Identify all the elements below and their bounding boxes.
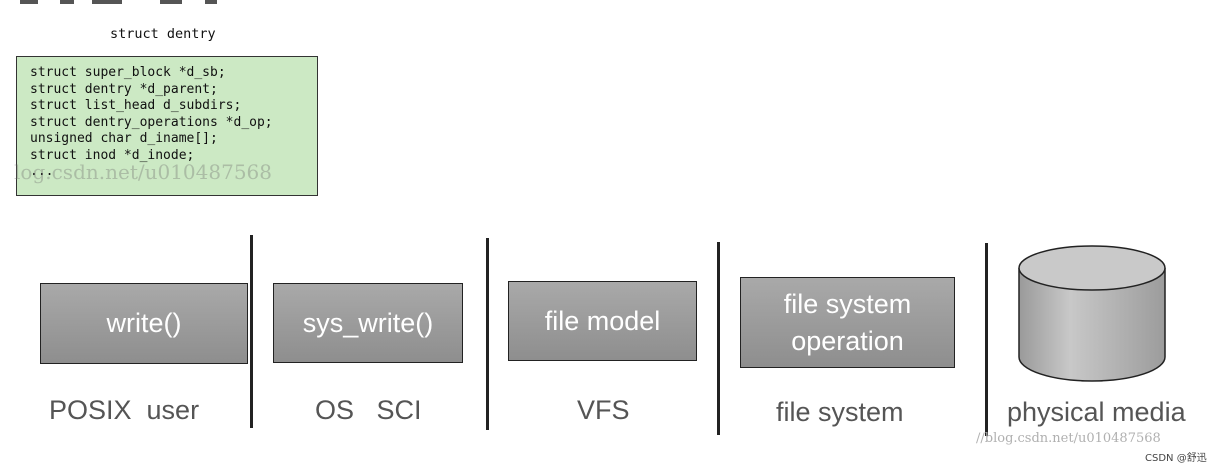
- layer-label-vfs: VFS: [577, 395, 630, 425]
- struct-field: struct dentry_operations *d_op;: [30, 114, 273, 130]
- watermark-left: log.csdn.net/u010487568: [14, 160, 272, 184]
- csdn-author-mark: CSDN @舒迅: [1145, 453, 1207, 464]
- fs-operation-text: file system operation: [783, 288, 912, 356]
- struct-field: struct super_block *d_sb;: [30, 65, 226, 80]
- layer-divider: [250, 235, 253, 428]
- layer-label-sci: OS SCI: [315, 395, 422, 425]
- struct-dentry-box: struct super_block *d_sb; struct dentry …: [16, 56, 318, 196]
- file-model-box: file model: [508, 281, 697, 361]
- layer-label-media: physical media: [1007, 397, 1186, 427]
- sys-write-text: sys_write(): [302, 307, 434, 338]
- struct-title: struct dentry: [110, 26, 216, 42]
- file-model-text: file model: [544, 305, 661, 336]
- struct-field: struct inod *d_inode;: [30, 147, 195, 163]
- write-call-box: write(): [40, 283, 248, 364]
- disk-cylinder-icon: [1018, 245, 1166, 382]
- layer-label-posix: POSIX user: [49, 395, 200, 425]
- layer-divider: [985, 243, 988, 436]
- layer-label-fs: file system: [776, 397, 904, 427]
- sys-write-box: sys_write(): [273, 283, 463, 363]
- struct-field: unsigned char d_iname[];: [30, 131, 218, 146]
- write-call-text: write(): [106, 308, 182, 338]
- fs-operation-box: file system operation: [740, 277, 955, 368]
- struct-field: ...: [30, 164, 54, 179]
- watermark-right: //blog.csdn.net/u010487568: [976, 431, 1161, 446]
- struct-field: struct dentry *d_parent;: [30, 81, 218, 97]
- layer-divider: [486, 238, 489, 430]
- cropped-top-text: [0, 0, 300, 5]
- struct-field: struct list_head d_subdirs;: [30, 98, 242, 113]
- layer-divider: [717, 242, 720, 435]
